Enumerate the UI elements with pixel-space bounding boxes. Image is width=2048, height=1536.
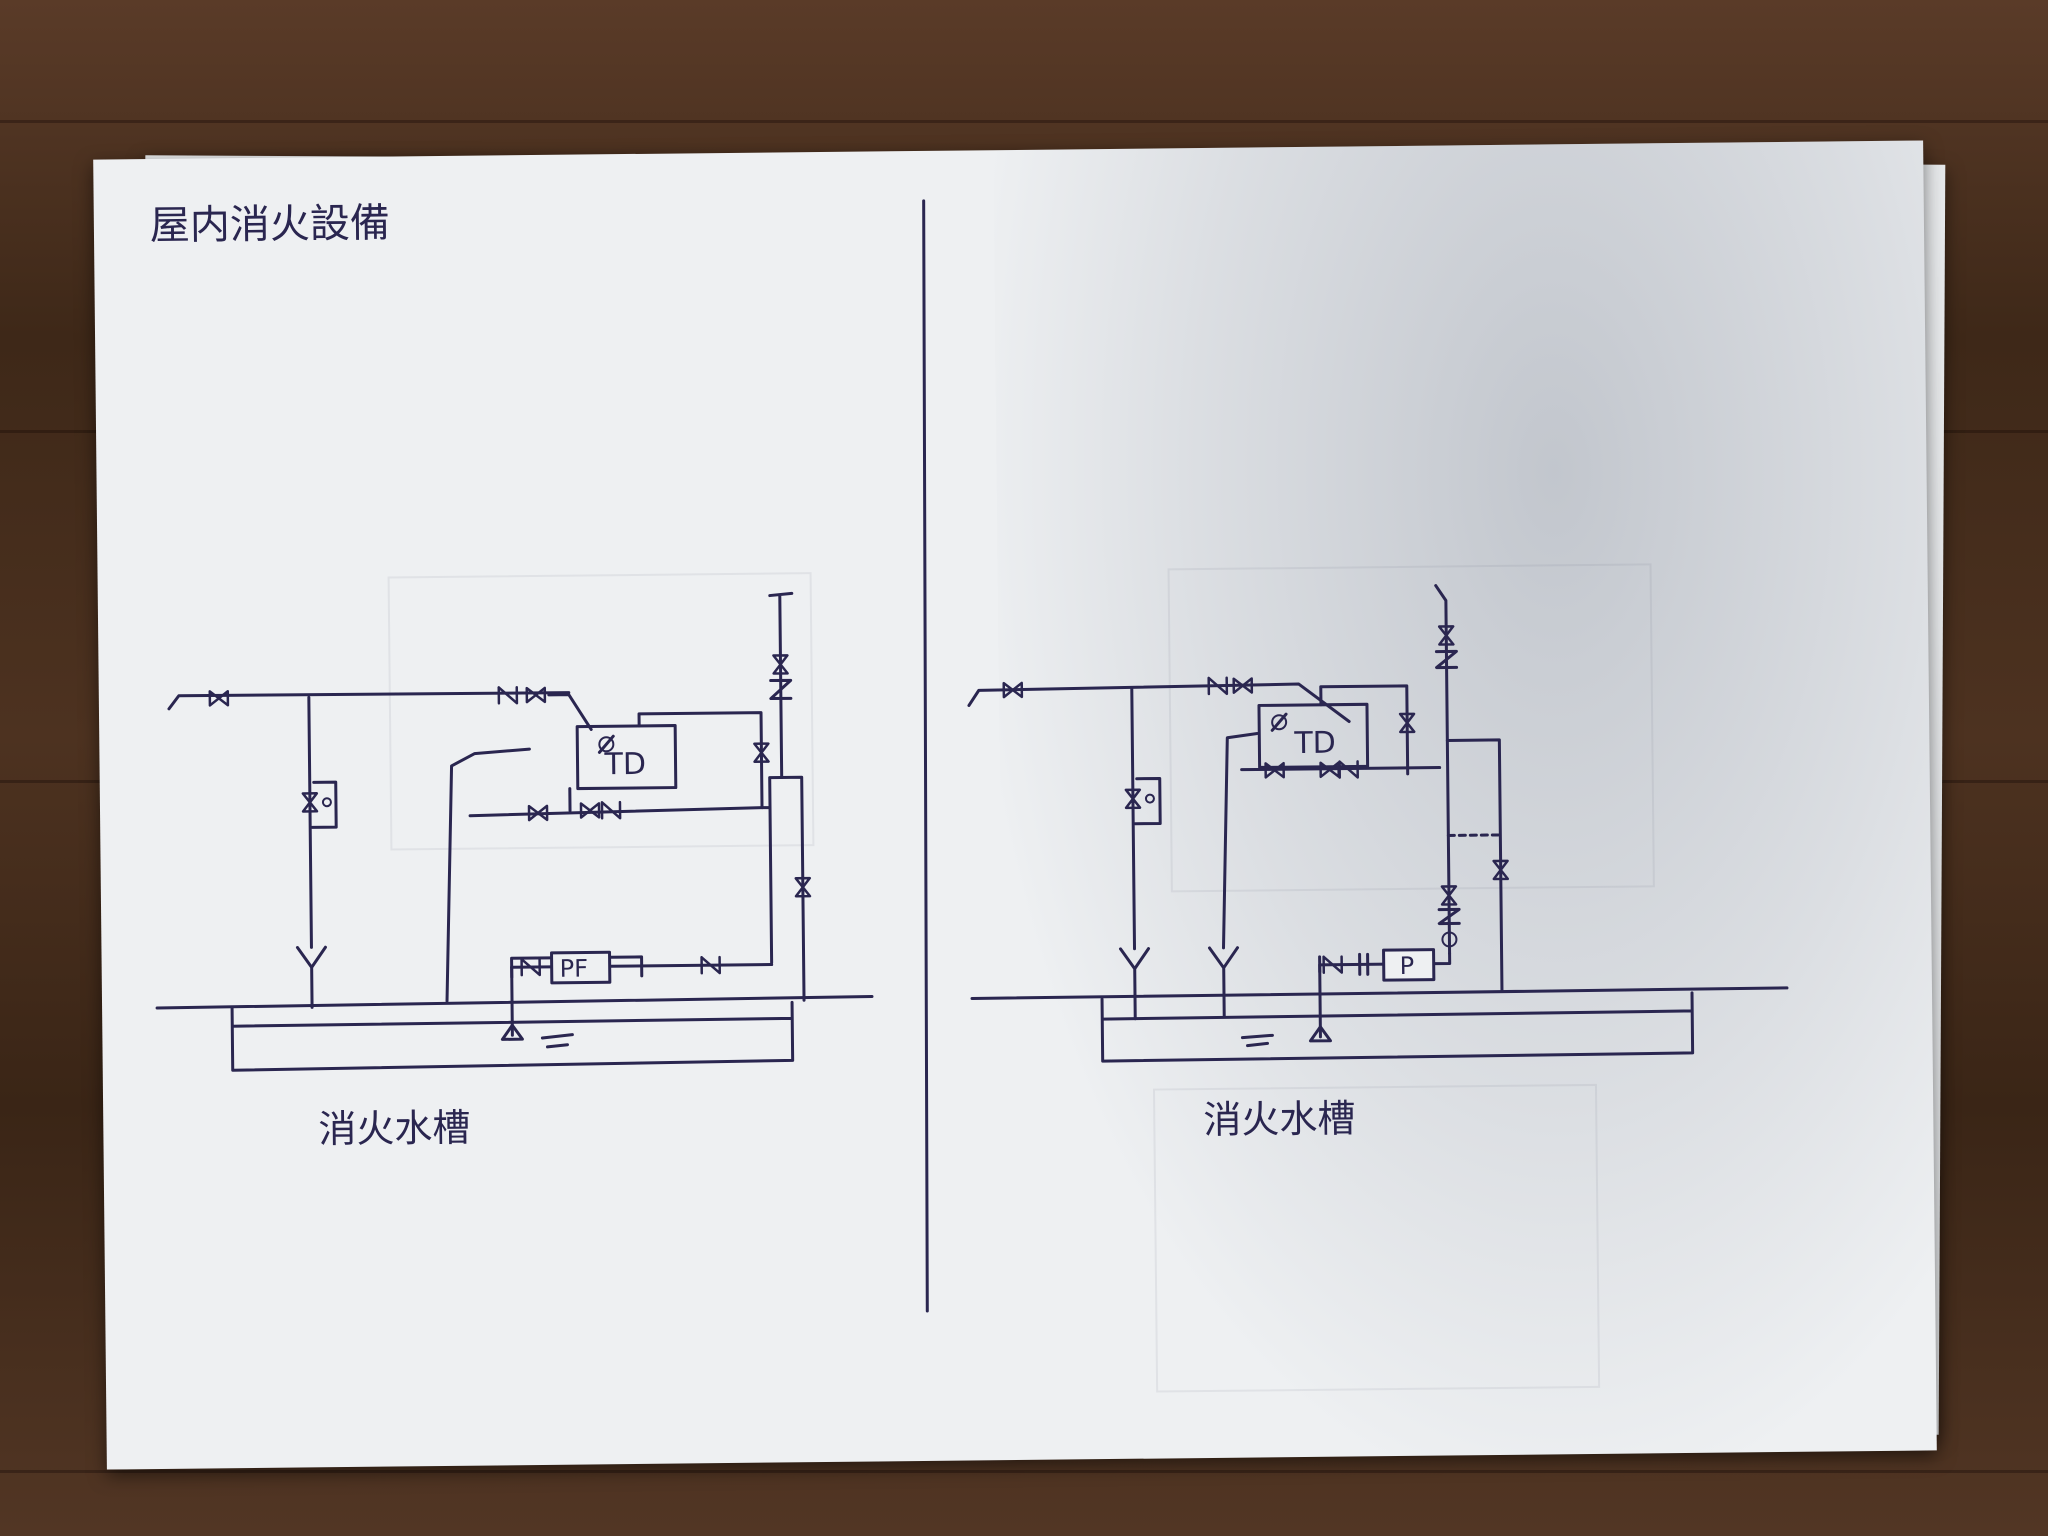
right-diagram: TD P bbox=[967, 584, 1789, 1142]
left-foot-valve bbox=[500, 1023, 524, 1041]
right-riser-pipe bbox=[1130, 687, 1137, 951]
left-siamese-inlet bbox=[295, 945, 327, 1009]
left-water-tank bbox=[230, 1000, 795, 1072]
left-riser-pipe bbox=[307, 695, 313, 949]
left-td-box bbox=[575, 724, 678, 791]
left-header-valve bbox=[208, 689, 230, 707]
wood-grain bbox=[0, 1470, 2048, 1473]
left-pipe-to-tank bbox=[547, 693, 593, 731]
piping-diagram: 屋内消火設備 TD bbox=[150, 199, 1789, 1313]
left-td-label: TD bbox=[603, 747, 646, 782]
right-water-tank bbox=[1100, 991, 1695, 1063]
left-tank-label: 消火水槽 bbox=[318, 1106, 470, 1152]
right-td-overflow-pipe bbox=[1319, 684, 1410, 776]
left-td-float-symbol bbox=[598, 736, 615, 753]
left-alarm-valve-box bbox=[310, 780, 338, 829]
right-alarm-valve-box bbox=[1133, 776, 1162, 826]
left-suction-pipe-1 bbox=[445, 747, 531, 1003]
right-foot-valve-pipe bbox=[1318, 963, 1322, 1039]
right-td-box bbox=[1257, 702, 1370, 769]
left-ground-line bbox=[155, 995, 874, 1010]
right-pump-riser-check bbox=[1437, 907, 1461, 926]
right-siamese-inlet-1 bbox=[1119, 947, 1151, 1021]
left-main-header-pipe bbox=[167, 691, 571, 711]
drawing-paper: 屋内消火設備 TD bbox=[93, 140, 1937, 1470]
right-water-level-mark bbox=[1240, 1033, 1274, 1048]
left-td-overflow-pipe bbox=[637, 711, 772, 810]
left-pump-label: PF bbox=[560, 954, 589, 982]
right-pump-label: P bbox=[1400, 952, 1415, 980]
right-pressure-gauge bbox=[1441, 931, 1458, 948]
left-bypass-pipe bbox=[468, 806, 764, 818]
left-diagram: TD PF bbox=[155, 591, 874, 1152]
left-bypass-valve-2 bbox=[579, 802, 601, 819]
right-siamese-inlet-2 bbox=[1208, 946, 1240, 1018]
centre-divider-line bbox=[922, 199, 929, 1313]
right-discharge-pipe bbox=[1445, 738, 1504, 992]
left-test-riser-check bbox=[769, 678, 793, 701]
right-foot-valve bbox=[1308, 1025, 1332, 1043]
left-water-level-mark bbox=[540, 1033, 574, 1049]
left-pump-box bbox=[550, 950, 612, 985]
right-td-float-symbol bbox=[1271, 714, 1288, 731]
right-ground-line bbox=[970, 986, 1789, 1000]
wood-grain bbox=[0, 120, 2048, 123]
right-pump-box bbox=[1382, 948, 1436, 982]
right-suction-pipe bbox=[1222, 731, 1259, 950]
left-header-check-valve bbox=[497, 685, 519, 705]
right-riser-check bbox=[1434, 649, 1459, 670]
right-tank-label: 消火水槽 bbox=[1203, 1096, 1355, 1142]
right-main-header-pipe bbox=[967, 682, 1351, 723]
left-discharge-pipes bbox=[768, 775, 806, 1002]
right-td-label: TD bbox=[1293, 726, 1336, 761]
page-title: 屋内消火設備 bbox=[150, 201, 390, 250]
left-header-valve-2 bbox=[525, 686, 547, 704]
left-test-riser bbox=[768, 591, 794, 779]
